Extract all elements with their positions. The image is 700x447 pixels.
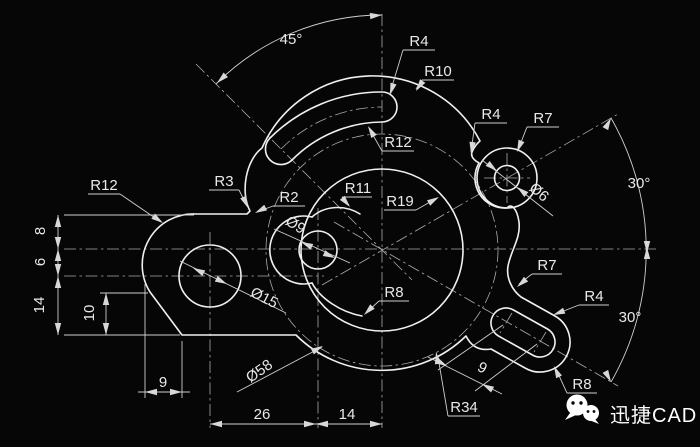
label-dim-14-left: 14 — [31, 297, 48, 314]
label-r11: R11 — [345, 180, 371, 197]
leader-r34 — [437, 356, 480, 417]
centerlines — [64, 14, 656, 428]
leader-r7-top — [517, 126, 559, 151]
label-dim-14-bottom: 14 — [339, 406, 356, 423]
label-r2: R2 — [279, 189, 298, 206]
hole-9-circle — [298, 230, 338, 270]
label-dia6: Ø6 — [526, 180, 552, 206]
slot-centerline-arc — [280, 106, 383, 150]
dimension-labels: 45° R4 R10 R12 R4 R7 Ø6 30° 30° R12 R3 R… — [31, 31, 650, 423]
label-r3: R3 — [214, 173, 233, 190]
label-dim-9-left: 9 — [159, 374, 167, 391]
ext-lines-9-left — [144, 284, 183, 398]
wechat-icon — [565, 394, 599, 424]
label-r19: R19 — [386, 193, 414, 210]
label-r34: R34 — [450, 399, 478, 416]
label-r4-notch: R4 — [481, 106, 500, 123]
r7-boss-circle — [476, 147, 538, 209]
r8-fillet-arc — [311, 282, 363, 317]
lower-slot-outline — [490, 307, 556, 358]
dim-arc-45 — [215, 14, 383, 85]
leader-r12-lug — [88, 193, 162, 223]
label-dim-8: 8 — [32, 227, 49, 235]
label-r7-top: R7 — [533, 110, 552, 127]
label-r10: R10 — [424, 63, 452, 80]
label-r8-center: R8 — [384, 284, 403, 301]
label-r4-slot-end: R4 — [409, 33, 428, 50]
leader-r4-notch — [470, 122, 507, 153]
label-r12-lug: R12 — [90, 177, 118, 194]
arrowheads — [54, 11, 651, 428]
bolt-circle-58 — [265, 133, 499, 367]
watermark: 迅捷CAD — [565, 394, 697, 427]
dim-arc-30 — [610, 117, 647, 383]
label-r7-right: R7 — [537, 257, 556, 274]
label-dim-26: 26 — [254, 406, 271, 423]
ext-lines-9-slot — [437, 324, 538, 392]
dimension-lines — [57, 14, 647, 425]
center-kidney-arc — [269, 215, 313, 285]
hole-6-circle — [493, 164, 521, 192]
part-outline — [141, 75, 571, 373]
label-angle-45: 45° — [280, 31, 303, 48]
label-angle-30-top: 30° — [628, 175, 651, 192]
hole-15-circle — [178, 244, 242, 308]
label-dim-9-slot: 9 — [474, 359, 489, 378]
label-r12-slot: R12 — [384, 134, 412, 151]
label-dia58: Ø58 — [243, 356, 276, 386]
watermark-brand-text: 迅捷CAD — [610, 404, 697, 427]
label-r8-lower: R8 — [572, 376, 591, 393]
r11-fillet-arc — [311, 206, 361, 218]
ray-30deg-down — [333, 221, 619, 387]
label-r4-lower: R4 — [584, 288, 603, 305]
lower-slot-ticks — [499, 312, 547, 353]
curved-slot-outline — [264, 91, 398, 166]
r19-circle — [300, 168, 464, 332]
hole6-crosshair — [484, 153, 530, 203]
ray-30deg-up — [321, 113, 619, 286]
part-outlines — [141, 75, 571, 373]
label-dim-10: 10 — [81, 305, 98, 322]
label-angle-30-bottom: 30° — [619, 309, 642, 326]
leader-dia58 — [236, 346, 323, 393]
label-dim-6: 6 — [32, 258, 49, 266]
ray-45deg — [195, 63, 413, 281]
